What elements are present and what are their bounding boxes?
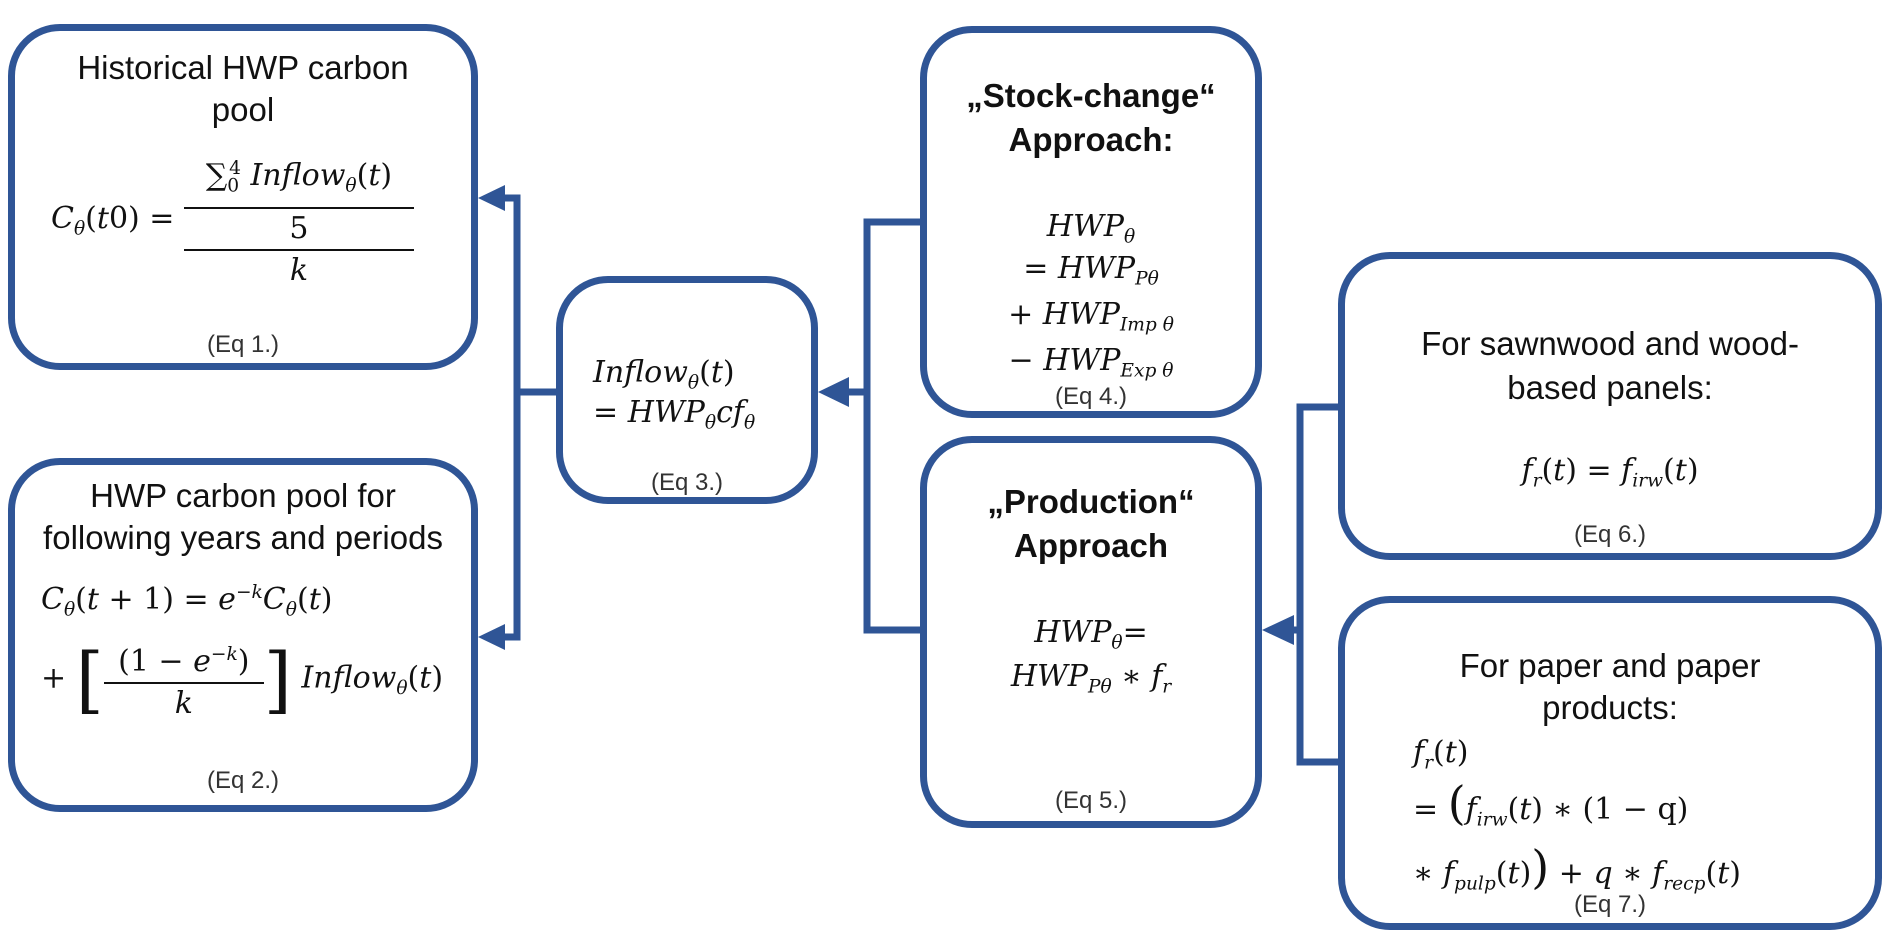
eq4-title-line1: „Stock-change“: [966, 77, 1216, 114]
box-production-approach: „Production“ Approach HWPθ= HWPPθ ∗ fr (…: [920, 436, 1262, 828]
box-inflow: Inflowθ(t) = HWPθcfθ (Eq 3.): [556, 276, 818, 504]
eq5-title-line2: Approach: [1013, 527, 1168, 564]
eq4-formula-line4: − HWPExp θ: [1008, 343, 1174, 382]
eq5-label: (Eq 5.): [1054, 787, 1128, 814]
arrowhead-to-eq5: [1262, 615, 1294, 645]
eq3-label: (Eq 3.): [650, 469, 724, 496]
box-following-years-carbon-pool: HWP carbon pool for following years and …: [8, 458, 478, 812]
eq1-label: (Eq 1.): [206, 331, 280, 358]
eq4-label: (Eq 4.): [1054, 383, 1128, 410]
eq5-formula-line1: HWPθ=: [1034, 615, 1148, 654]
eq7-title-line2: products:: [1542, 689, 1678, 726]
eq2-title-line2: following years and periods: [43, 519, 443, 556]
eq4-formula-line2: = HWPPθ: [1023, 251, 1159, 290]
eq2-title-line1: HWP carbon pool for: [90, 477, 396, 514]
eq6-title-line1: For sawnwood and wood-: [1421, 325, 1799, 362]
eq3-formula-line1: Inflowθ(t): [593, 355, 735, 394]
connector-eq4-eq5-to-eq3: [845, 218, 920, 634]
eq7-formula-line3: ∗ fpulp(t)) + q ∗ frecp(t): [1413, 840, 1741, 895]
eq2-formula-line2: + [ (1 − e−k) k ] Inflowθ(t): [41, 635, 443, 724]
eq3-formula-line2: = HWPθcfθ: [593, 395, 756, 434]
eq4-formula-line3: + HWPImp θ: [1008, 297, 1174, 336]
eq6-title-line2: based panels:: [1507, 369, 1713, 406]
connector-eq6-eq7-to-eq5: [1290, 403, 1338, 766]
eq7-formula-line2: = (firw(t) ∗ (1 − q): [1413, 776, 1689, 831]
eq4-formula-line1: HWPθ: [1046, 209, 1136, 248]
box-stock-change-approach: „Stock-change“ Approach: HWPθ = HWPPθ + …: [920, 26, 1262, 418]
eq6-label: (Eq 6.): [1573, 521, 1647, 548]
arrowhead-to-eq2: [478, 624, 505, 650]
eq1-title: Historical HWP carbon pool: [77, 49, 409, 128]
eq5-title-line1: „Production“: [987, 483, 1195, 520]
arrowhead-to-eq3: [818, 377, 849, 407]
box-sawnwood-panels: For sawnwood and wood- based panels: fr(…: [1338, 252, 1882, 560]
connector-eq3-to-eq1-eq2: [490, 194, 556, 641]
eq6-formula: fr(t) = firw(t): [1521, 453, 1699, 492]
eq1-formula: Cθ(t0) = ∑04 Inflowθ(t) 5 k: [51, 149, 414, 291]
eq7-label: (Eq 7.): [1573, 891, 1647, 918]
eq2-formula-line1: Cθ(t + 1) = e−kCθ(t): [41, 582, 333, 621]
eq2-label: (Eq 2.): [206, 767, 280, 794]
eq5-formula-line2: HWPPθ ∗ fr: [1010, 659, 1172, 698]
box-historical-carbon-pool: Historical HWP carbon pool Cθ(t0) = ∑04 …: [8, 24, 478, 370]
box-paper-products: For paper and paper products: fr(t) = (f…: [1338, 596, 1882, 930]
eq7-title-line1: For paper and paper: [1459, 647, 1761, 684]
arrowhead-to-eq1: [478, 185, 505, 211]
eq4-title-line2: Approach:: [1008, 121, 1174, 158]
eq7-formula-line1: fr(t): [1413, 735, 1469, 774]
